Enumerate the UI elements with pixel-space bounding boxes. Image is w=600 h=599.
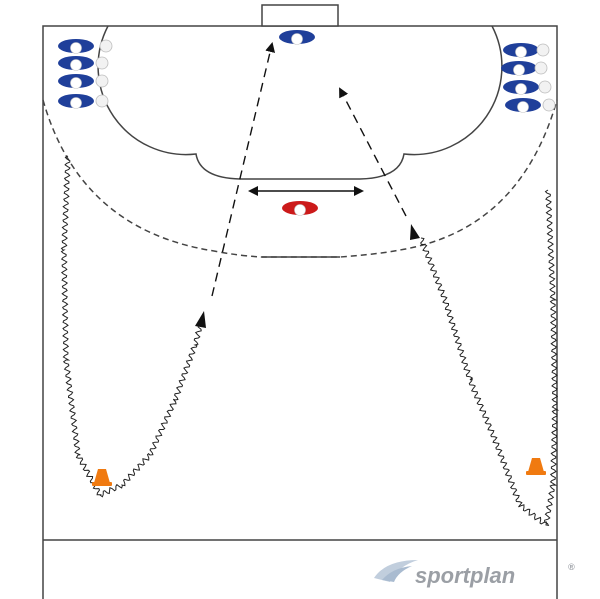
ball-icon — [538, 80, 552, 94]
court — [42, 4, 558, 599]
player-icon — [58, 74, 109, 89]
goal-area-line — [97, 25, 503, 180]
pass-arrow-left — [211, 42, 276, 297]
players — [58, 30, 556, 216]
ball-icon — [542, 98, 556, 112]
ball-icon — [534, 61, 548, 75]
player-icon — [279, 30, 315, 45]
dribble-arrow-tip-left — [195, 311, 206, 328]
ball-icon — [95, 74, 109, 88]
player-icon — [503, 80, 552, 95]
ball-icon — [95, 56, 109, 70]
ball-icon — [95, 94, 109, 108]
dribble-paths — [60, 155, 560, 527]
ball-icon — [99, 39, 113, 53]
cone-icon — [526, 458, 546, 475]
cone-icon — [92, 469, 112, 486]
player-icon — [505, 98, 556, 113]
watermark-brand: sportplan — [415, 563, 515, 588]
player-icon — [58, 56, 109, 71]
dribble-path-right — [420, 189, 560, 527]
dribble-arrow-tip-right — [410, 224, 420, 240]
player-icon — [58, 39, 113, 54]
court-outline — [42, 25, 558, 599]
sportplan-watermark: sportplan ® — [374, 560, 575, 588]
dribble-path-left — [60, 155, 204, 498]
arrows — [195, 42, 420, 328]
player-icon — [58, 94, 109, 109]
player-icon — [501, 61, 548, 76]
cones — [92, 458, 546, 486]
player-icon — [503, 43, 550, 58]
run-arrow-right — [339, 87, 407, 217]
sportplan-logo-icon — [374, 560, 418, 582]
goal — [261, 4, 339, 27]
watermark-registered: ® — [568, 562, 575, 572]
ball-icon — [536, 43, 550, 57]
player-icon — [282, 201, 318, 216]
